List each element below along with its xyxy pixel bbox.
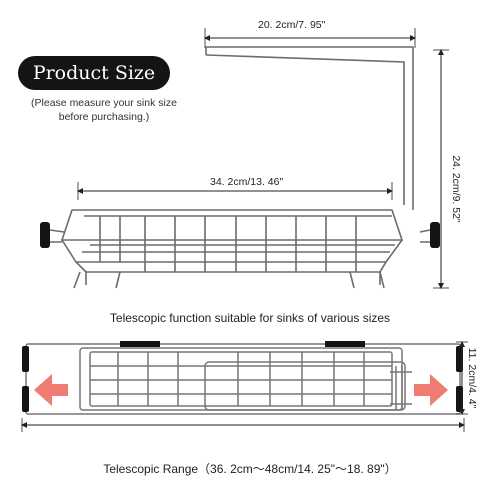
telescopic-function-caption: Telescopic function suitable for sinks o… [109,311,391,325]
top-width-dimension-line [204,28,416,48]
left-arrow-icon [34,374,68,406]
basket-length-dimension-line [77,182,393,200]
right-arrow-icon [414,374,448,406]
left-end-cap [40,222,50,248]
top-clip-2 [325,341,365,347]
telescopic-range-caption: Telescopic Range（36. 2cm～48cm/14. 25"～18… [103,462,397,476]
depth-dimension-line [456,341,468,415]
top-clip-1 [120,341,160,347]
side-view-rack [60,46,414,289]
measure-note: (Please measure your sink size before pu… [31,97,177,123]
depth-label: 11. 2cm/4. 4" [466,347,478,409]
basket-length-label: 34. 2cm/13. 46" [210,176,284,188]
top-left-cap-2 [22,386,29,412]
product-size-badge: Product Size [18,56,170,90]
top-view-basket [25,343,461,415]
telescopic-range-dimension-line [21,418,465,432]
height-dimension-line [433,49,449,289]
height-label: 24. 2cm/9. 52" [450,155,462,223]
right-end-cap [430,222,440,248]
top-width-label: 20. 2cm/7. 95" [258,19,326,31]
top-left-cap [22,346,29,372]
